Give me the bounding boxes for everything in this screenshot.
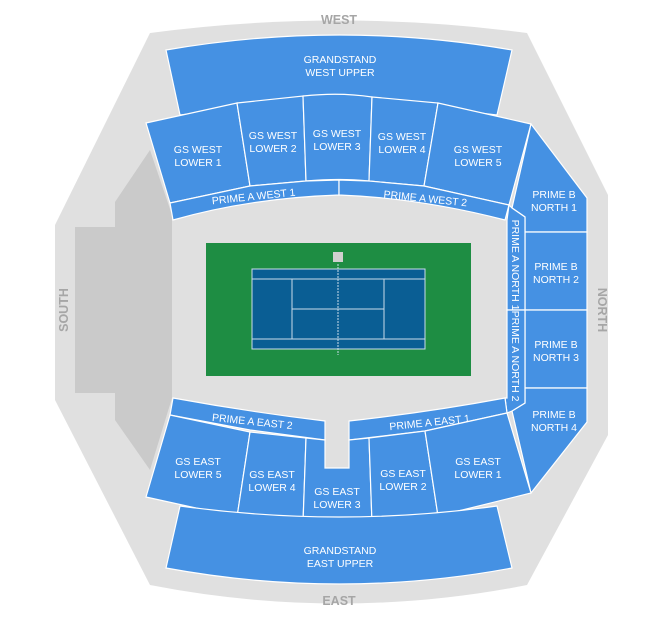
south-block bbox=[75, 150, 172, 470]
section-grandstand-east-upper[interactable]: GRANDSTAND EAST UPPER bbox=[165, 505, 513, 585]
section-gs-east-lower-4[interactable]: GS EAST LOWER 4 bbox=[236, 431, 307, 524]
direction-north: NORTH bbox=[595, 288, 609, 332]
tennis-court bbox=[206, 243, 471, 376]
section-prime-b-north-2[interactable]: PRIME B NORTH 2 bbox=[524, 231, 588, 311]
section-prime-b-north-3[interactable]: PRIME B NORTH 3 bbox=[524, 309, 588, 389]
section-prime-a-north-1[interactable]: PRIME A NORTH 1 bbox=[506, 203, 526, 311]
section-gs-west-lower-2[interactable]: GS WEST LOWER 2 bbox=[236, 95, 307, 187]
direction-south: SOUTH bbox=[57, 288, 71, 332]
direction-west: WEST bbox=[321, 13, 357, 27]
section-prime-a-north-2[interactable]: PRIME A NORTH 2 bbox=[504, 309, 526, 414]
umpire-chair bbox=[333, 252, 343, 262]
direction-east: EAST bbox=[322, 594, 356, 608]
section-gs-west-lower-3[interactable]: GS WEST LOWER 3 bbox=[302, 93, 373, 182]
